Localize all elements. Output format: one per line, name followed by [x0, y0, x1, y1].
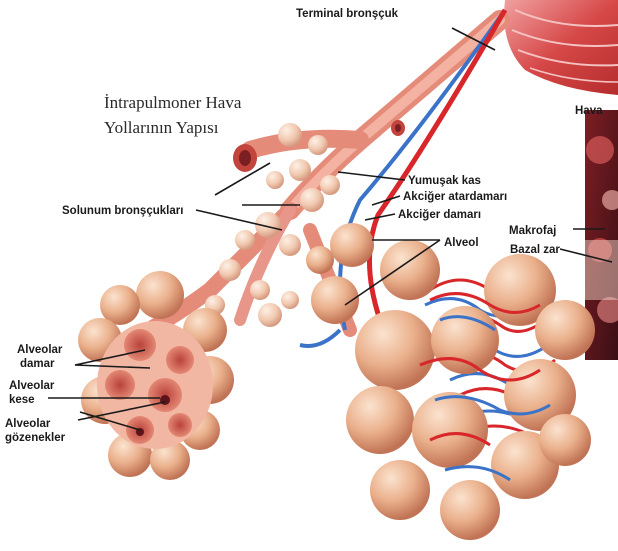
- label-alveolar-pores-line-2: gözenekler: [5, 432, 66, 444]
- label-alveolar-sac-line-2: kese: [9, 394, 35, 406]
- label-smooth-muscle: Yumuşak kas: [408, 175, 481, 187]
- label-pulmonary-vein: Akciğer damarı: [398, 209, 481, 221]
- label-terminal-bronchiole: Terminal bronşçuk: [296, 8, 399, 20]
- label-alveolar-duct-line-1: Alveolar: [17, 344, 63, 356]
- label-basement-membrane: Bazal zar: [510, 244, 560, 256]
- label-inset-cut: Hava: [575, 105, 603, 117]
- alveolus-cluster: [311, 223, 595, 540]
- label-alveolar-pores-line-1: Alveolar: [5, 418, 51, 430]
- muscle-bundle-illustration: [504, 0, 618, 95]
- diagram-title-line-1: İntrapulmoner Hava: [104, 93, 242, 112]
- label-respiratory-bronchioles: Solunum bronşçukları: [62, 205, 183, 217]
- label-pulmonary-artery: Akciğer atardamarı: [403, 191, 507, 203]
- label-macrophage: Makrofaj: [509, 225, 556, 237]
- leader-smooth-muscle: [338, 172, 405, 180]
- label-alveolus: Alveol: [444, 237, 479, 249]
- label-alveolar-duct-line-2: damar: [20, 358, 55, 370]
- label-alveolar-sac-line-1: Alveolar: [9, 380, 55, 392]
- diagram-title-line-2: Yollarının Yapısı: [104, 118, 219, 137]
